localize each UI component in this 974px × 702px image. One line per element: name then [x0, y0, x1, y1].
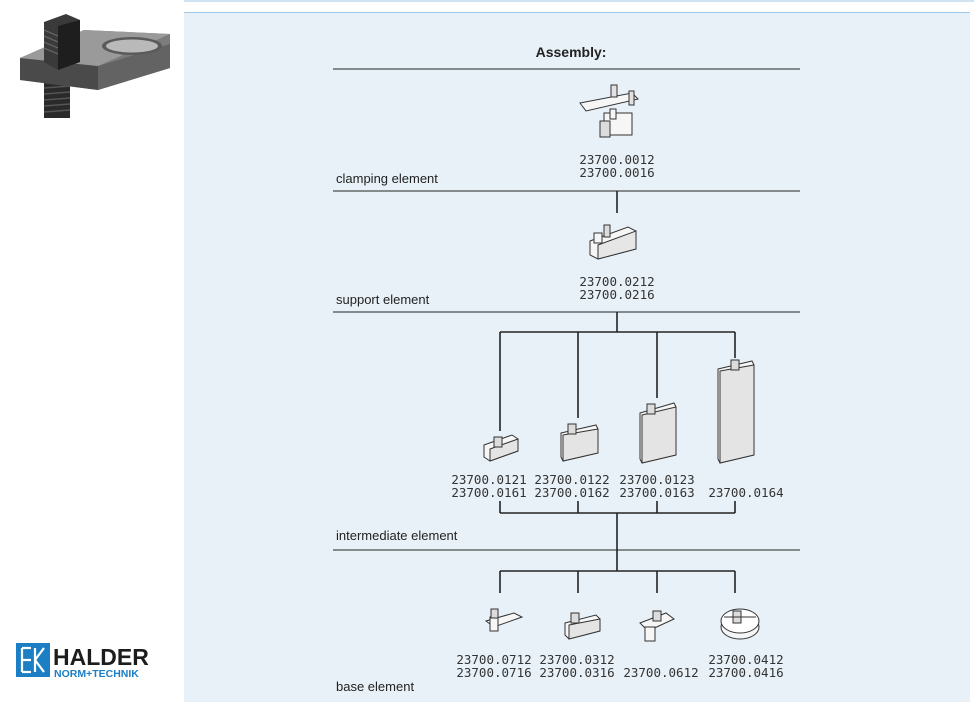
base-4-code-2: 23700.0416	[708, 665, 783, 680]
intermediate-1-code-1: 23700.0121	[451, 472, 526, 487]
brand-tagline: NORM+TECHNIK	[54, 668, 139, 679]
base-3-code-1: 23700.0612	[623, 665, 698, 680]
support-block-icon	[589, 224, 637, 260]
intermediate-1-code-2: 23700.0161	[451, 485, 526, 500]
base-angled-icon	[639, 610, 675, 642]
intermediate-3-code-2: 23700.0163	[619, 485, 694, 500]
intermediate-3-code-1: 23700.0123	[619, 472, 694, 487]
clamping-assembly-icon	[579, 84, 639, 138]
halder-logo: HALDER NORM+TECHNIK	[16, 643, 149, 679]
top-divider	[184, 0, 974, 2]
sidebar: HALDER NORM+TECHNIK	[0, 0, 184, 701]
base-4-code-1: 23700.0412	[708, 652, 783, 667]
intermediate-2-code-1: 23700.0122	[534, 472, 609, 487]
base-1-code-1: 23700.0712	[456, 652, 531, 667]
product-photo-icon	[20, 14, 170, 118]
base-element-label: base element	[336, 679, 414, 694]
intermediate-4-code-1: 23700.0164	[708, 485, 783, 500]
intermediate-element-label: intermediate element	[336, 528, 458, 543]
base-stud-icon	[484, 608, 524, 632]
intermediate-small-icon	[483, 434, 519, 462]
page-title: Assembly:	[536, 44, 607, 60]
intermediate-large-icon	[639, 402, 677, 464]
base-2-code-2: 23700.0316	[539, 665, 614, 680]
support-element-label: support element	[336, 292, 430, 307]
clamping-code-2: 23700.0016	[579, 165, 654, 180]
clamping-element-label: clamping element	[336, 171, 438, 186]
base-1-code-2: 23700.0716	[456, 665, 531, 680]
base-2-code-1: 23700.0312	[539, 652, 614, 667]
support-code-1: 23700.0212	[579, 274, 654, 289]
clamping-code-1: 23700.0012	[579, 152, 654, 167]
assembly-panel: Assembly:	[184, 12, 970, 702]
support-code-2: 23700.0216	[579, 287, 654, 302]
brand-name: HALDER	[53, 644, 149, 670]
base-block-icon	[564, 612, 601, 640]
intermediate-tall-icon	[717, 359, 755, 464]
tree-connectors	[499, 191, 736, 593]
level-separators	[333, 68, 800, 551]
intermediate-2-code-2: 23700.0162	[534, 485, 609, 500]
base-round-icon	[720, 608, 760, 640]
assembly-diagram: Assembly:	[333, 44, 800, 694]
intermediate-medium-icon	[560, 423, 599, 462]
